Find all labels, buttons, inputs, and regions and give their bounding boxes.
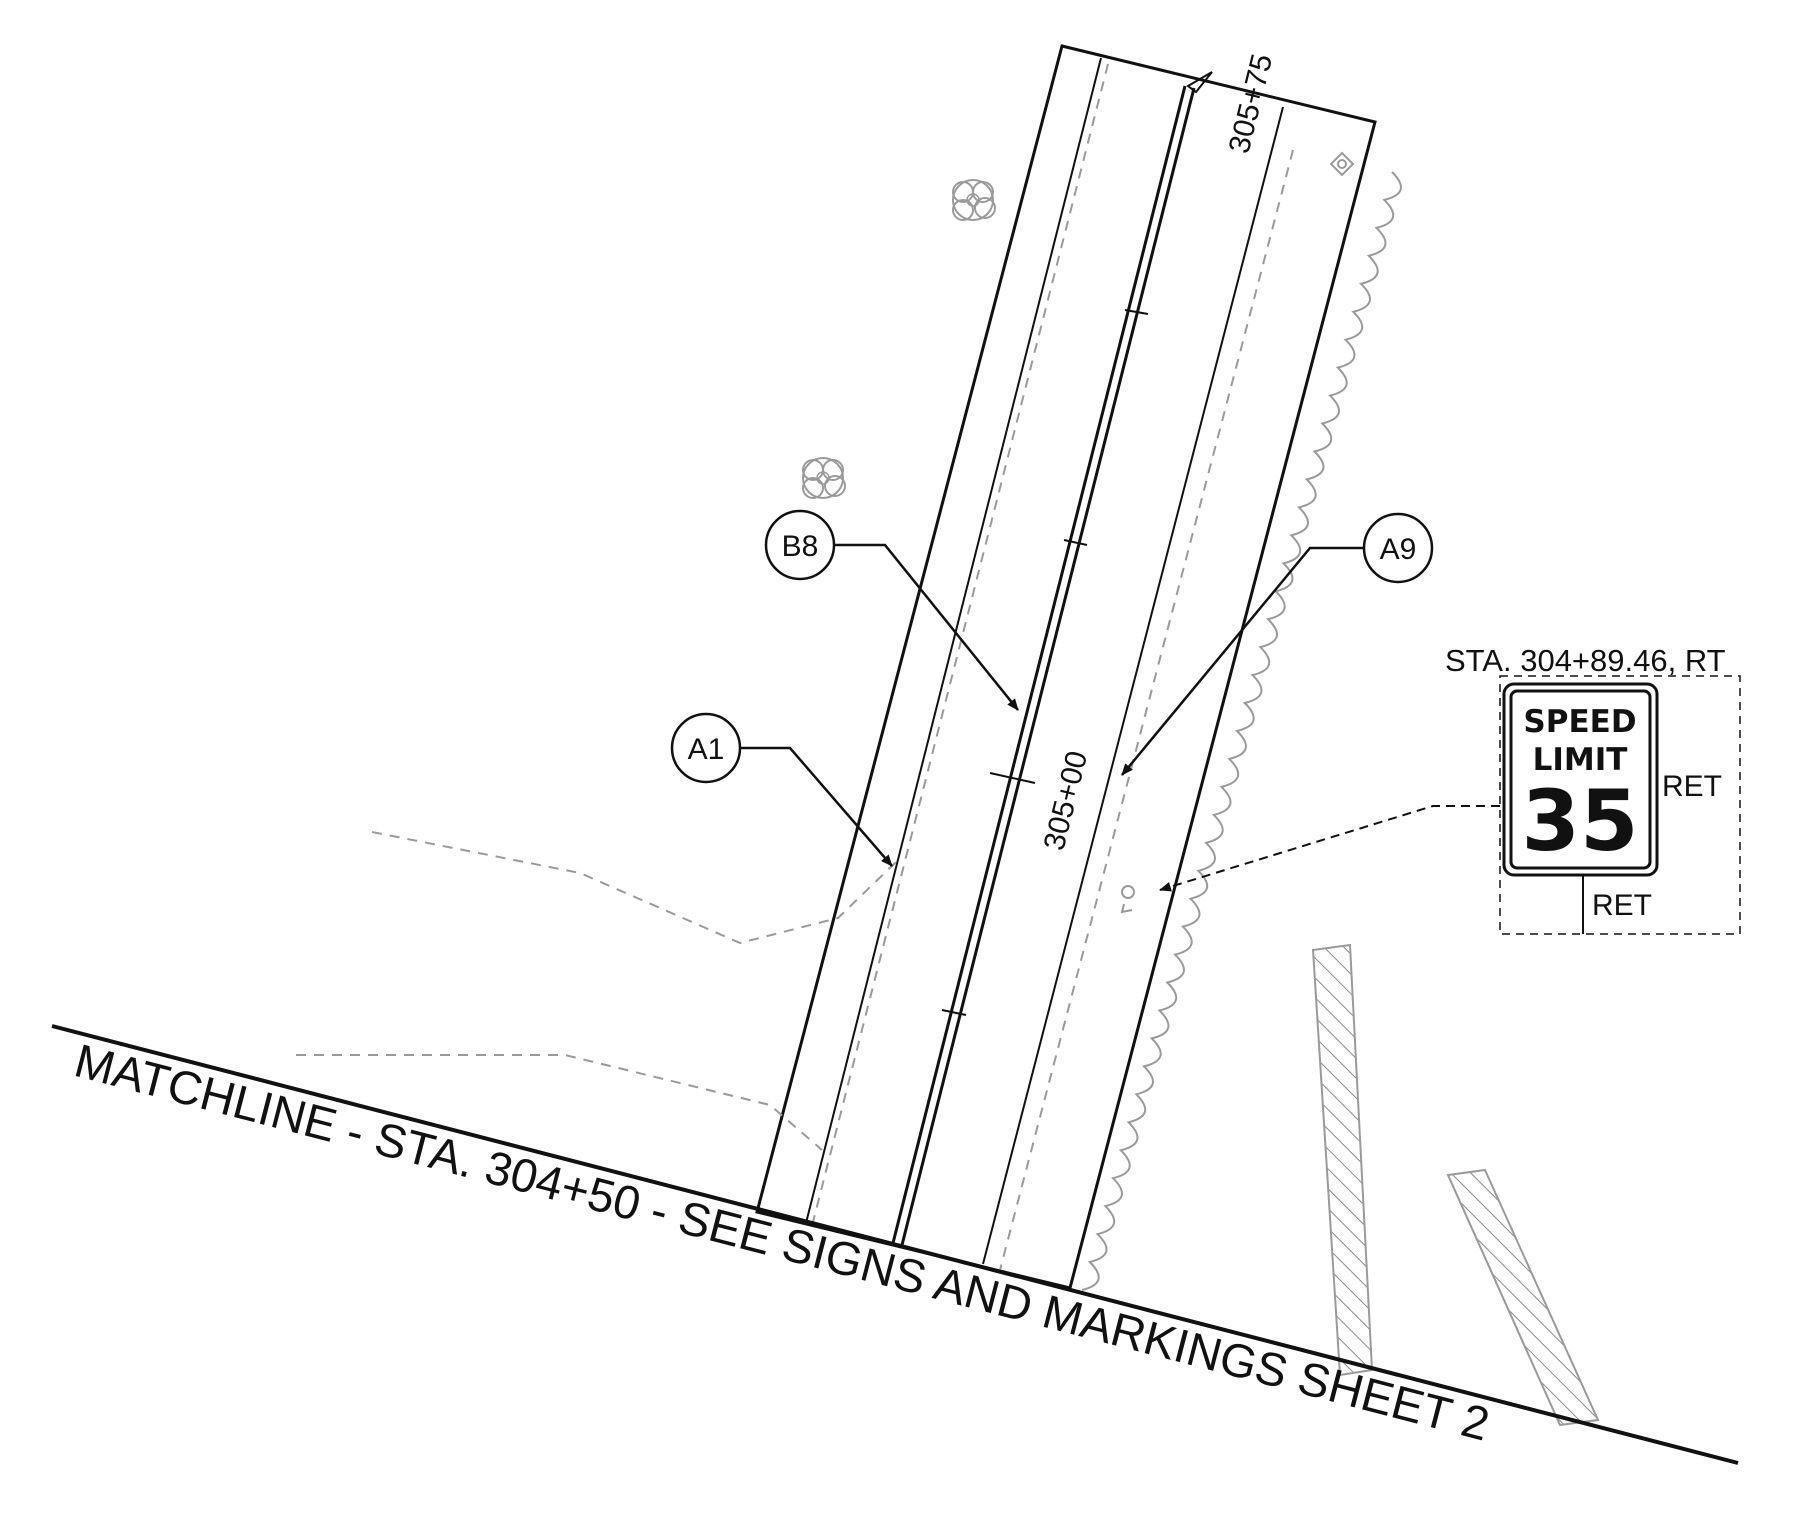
contour-line-2: [296, 1054, 823, 1151]
callout-label: B8: [782, 530, 819, 563]
callout-a9: A9: [1121, 512, 1434, 776]
shrub-icon: [952, 179, 996, 221]
left-dashed-line: [811, 63, 1109, 1227]
sign-inner-border: [1509, 689, 1652, 870]
leader-line: [834, 543, 1019, 711]
speed-limit-sign-detail: STA. 304+89.46, RT SPEED LIMIT 35 RET RE…: [1159, 643, 1741, 935]
leader-line: [1121, 546, 1364, 776]
sign-speed-value: 35: [1522, 772, 1639, 870]
matchline-line: [51, 1024, 1739, 1465]
sign-outer-border: [1502, 682, 1659, 877]
center-line-b: [900, 87, 1196, 1246]
hatch-area-1: [1311, 943, 1374, 1377]
roadway-outline: [755, 44, 1377, 1290]
contour-line-1: [371, 831, 897, 945]
sign-dashed-frame: [1499, 675, 1741, 935]
sign-line-limit: LIMIT: [1533, 742, 1628, 778]
embankment-hatch: [1311, 943, 1600, 1427]
contour-lines: [296, 831, 897, 1151]
sign-leader-line: [1159, 805, 1500, 892]
sign-post-icon: [1120, 885, 1135, 914]
station-triangle-icon: [1186, 71, 1213, 94]
hatch-area-2: [1446, 1168, 1600, 1427]
shrub-icon: [802, 457, 846, 499]
matchline-label: MATCHLINE - STA. 304+50 - SEE SIGNS AND …: [69, 1033, 1494, 1450]
callout-label: A9: [1380, 533, 1417, 566]
station-label-top: 305+75: [1223, 51, 1279, 157]
tree-line: [1081, 171, 1402, 1291]
sign-line-speed: SPEED: [1523, 704, 1636, 740]
center-line-a: [891, 85, 1187, 1244]
station-label-middle: 305+00: [1038, 748, 1094, 854]
callout-a1: A1: [670, 712, 893, 867]
sign-ret-right: RET: [1662, 770, 1722, 803]
center-tick: [989, 772, 1036, 784]
center-tick: [1124, 309, 1149, 315]
left-edge-line: [805, 57, 1102, 1224]
callout-b8: B8: [764, 509, 1019, 711]
right-dashed-line: [999, 149, 1294, 1271]
roadway: [755, 44, 1377, 1290]
utility-pole-icon: [1329, 151, 1355, 177]
sign-station-label: STA. 304+89.46, RT: [1445, 643, 1726, 678]
leader-line: [740, 746, 893, 867]
right-lane-line: [982, 106, 1284, 1265]
center-tick: [1063, 539, 1088, 546]
sign-ret-bottom: RET: [1592, 889, 1652, 922]
center-tick: [941, 1009, 967, 1016]
callout-label: A1: [688, 733, 725, 766]
